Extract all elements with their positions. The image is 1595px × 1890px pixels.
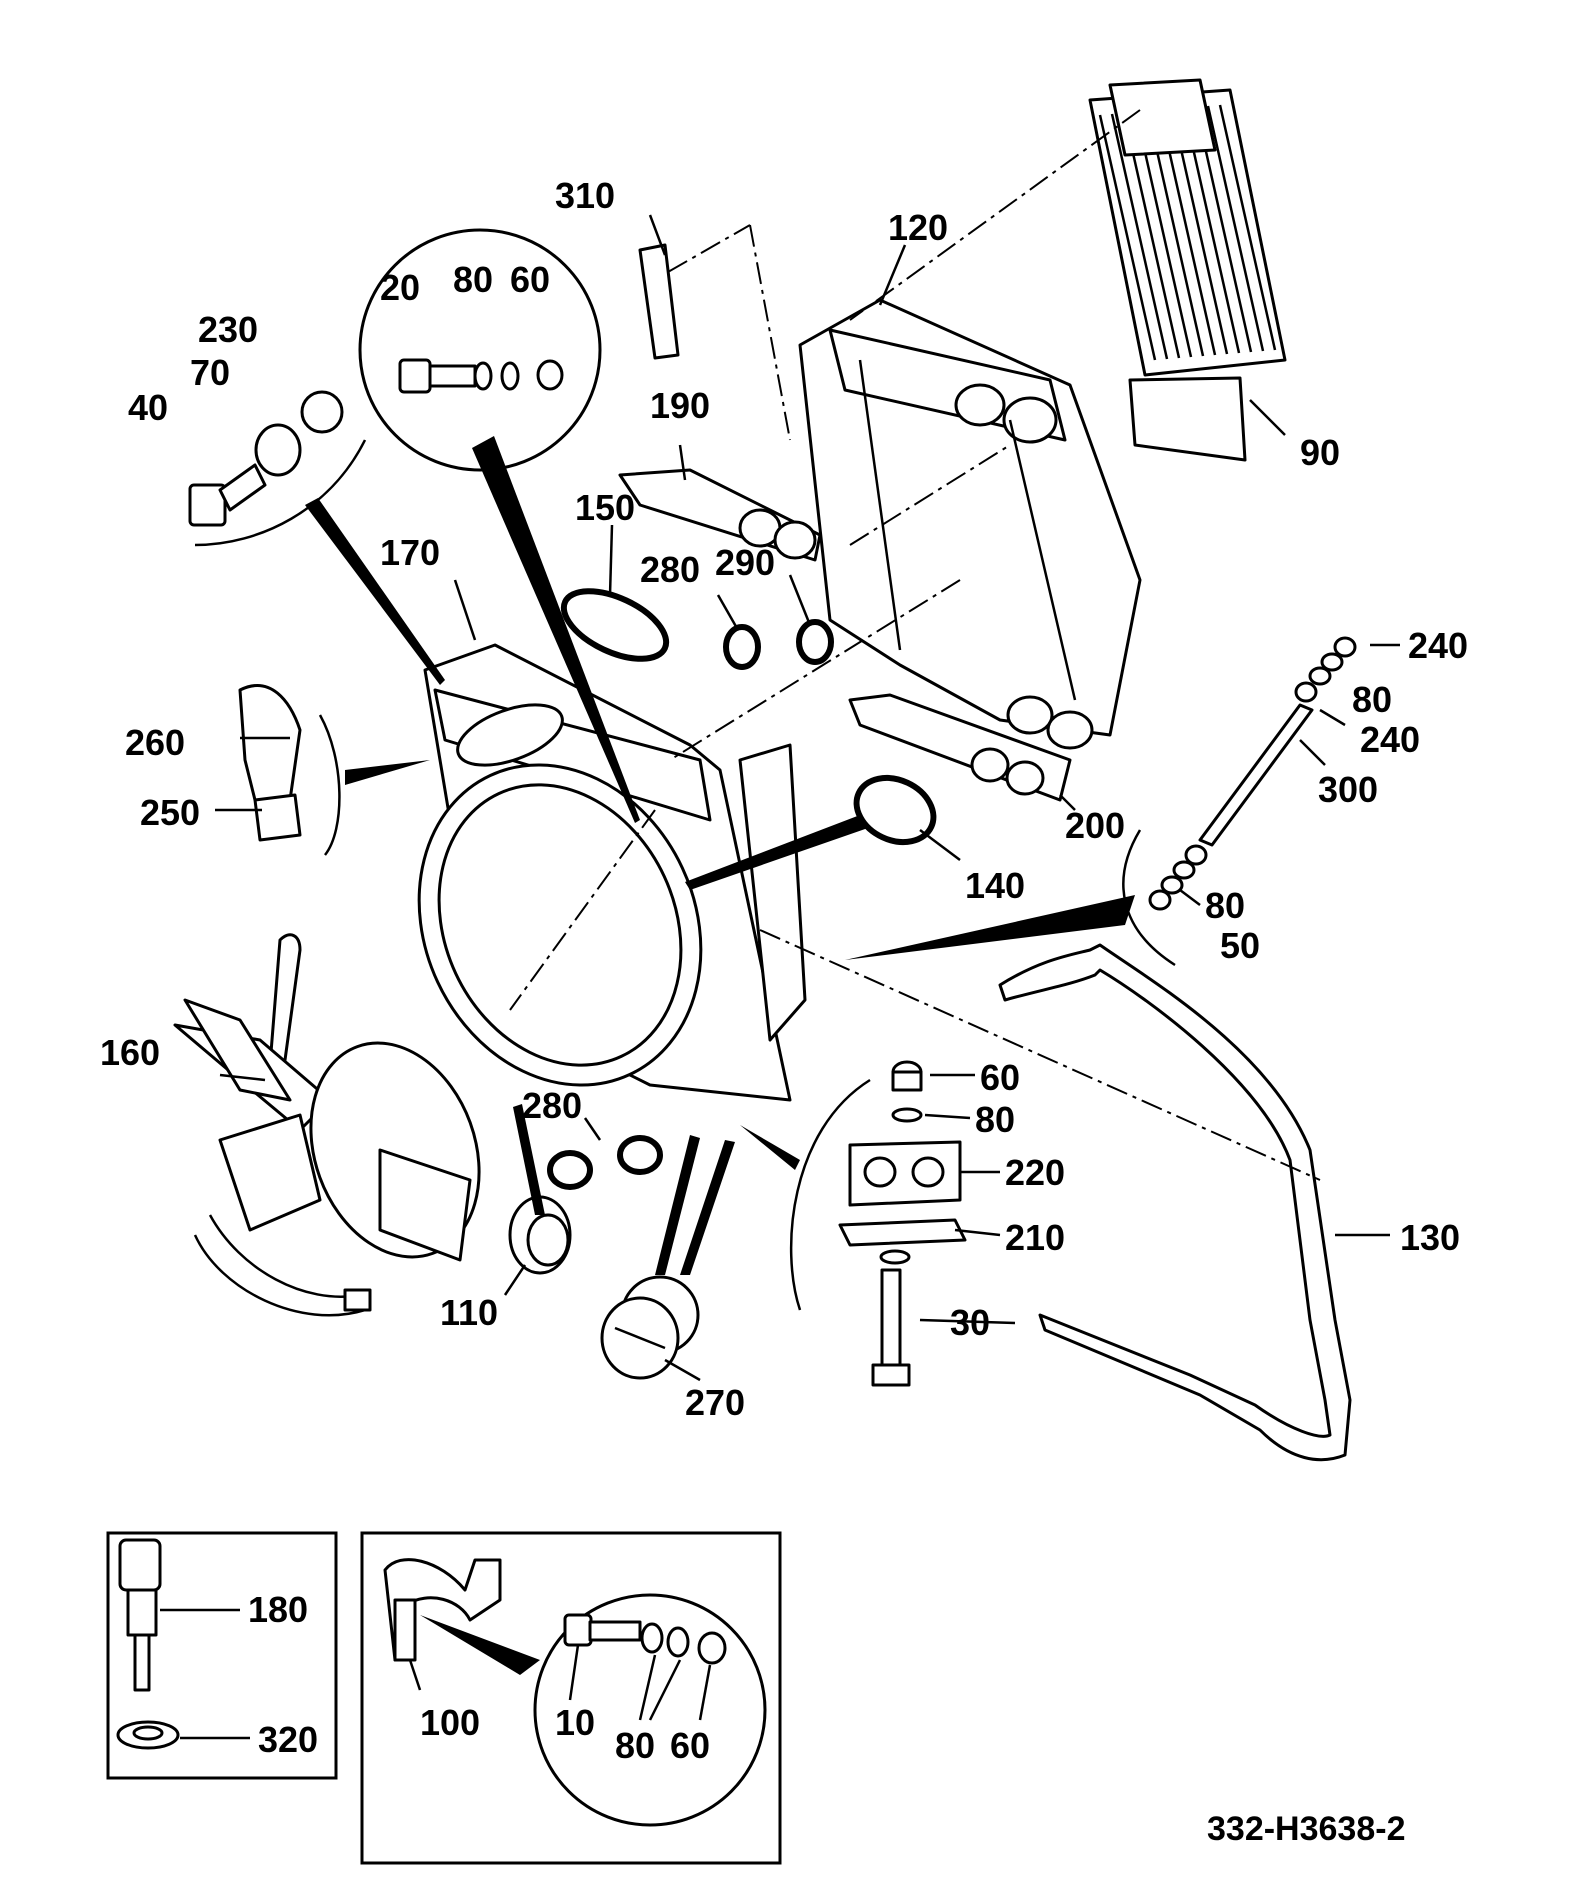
label-60-detail: 60: [510, 259, 550, 300]
label-200: 200: [1065, 805, 1125, 846]
seal-strip: [998, 943, 1352, 1462]
label-190: 190: [650, 385, 710, 426]
grommet: [723, 624, 761, 670]
plug: [508, 1195, 572, 1275]
label-180: 180: [248, 1589, 308, 1630]
drawing-reference: 332-H3638-2: [1207, 1810, 1405, 1848]
leader-lines: [215, 214, 1400, 1382]
label-130: 130: [1400, 1217, 1460, 1258]
seal-ring: [560, 588, 670, 662]
label-80-rod-bottom: 80: [1205, 885, 1245, 926]
label-150: 150: [575, 487, 635, 528]
callout-wedges: [305, 436, 1135, 1275]
fan-shroud: [417, 643, 807, 1102]
label-60-inset: 60: [670, 1725, 710, 1766]
label-60-mount: 60: [980, 1057, 1020, 1098]
mount-detail-arc: [789, 1078, 871, 1311]
mounting-stack: [838, 1060, 967, 1387]
tie-rod-stack: [1148, 636, 1357, 911]
label-310: 310: [555, 175, 615, 216]
label-160: 160: [100, 1032, 160, 1073]
label-80-detail: 80: [453, 259, 493, 300]
part-labels: 310 120 90 20 80 60 230 70 40 190 150 28…: [100, 175, 1468, 1848]
label-260: 260: [125, 722, 185, 763]
label-170: 170: [380, 532, 440, 573]
label-290: 290: [715, 542, 775, 583]
label-230: 230: [198, 309, 258, 350]
grommet-lower-1: [547, 1150, 593, 1190]
label-140: 140: [965, 865, 1025, 906]
label-240-top: 240: [1408, 625, 1468, 666]
label-80-inset: 80: [615, 1725, 655, 1766]
drain-plug: [600, 1275, 700, 1380]
label-50: 50: [1220, 925, 1260, 966]
label-280-bottom: 280: [522, 1085, 582, 1126]
grommet-2: [796, 619, 834, 665]
label-210: 210: [1005, 1217, 1065, 1258]
baffle-upper: [618, 468, 822, 562]
assembly-lines: [509, 109, 1321, 1181]
baffle-lower: [848, 693, 1072, 802]
inset-temperature-sender: [106, 1531, 338, 1780]
label-40: 40: [128, 387, 168, 428]
clip-detail: [238, 684, 341, 856]
label-120: 120: [888, 207, 948, 248]
label-80-rod-top: 80: [1352, 679, 1392, 720]
label-240-bottom: 240: [1360, 719, 1420, 760]
seal-ring-lower: [853, 774, 937, 846]
label-280-top: 280: [640, 549, 700, 590]
label-80-mount: 80: [975, 1099, 1015, 1140]
gasket-strip: [638, 243, 680, 360]
label-220: 220: [1005, 1152, 1065, 1193]
inset-clamp-detail: [360, 1531, 782, 1865]
label-90: 90: [1300, 432, 1340, 473]
label-20: 20: [380, 267, 420, 308]
label-110: 110: [440, 1292, 498, 1333]
radiator: [798, 298, 1142, 750]
label-30: 30: [950, 1302, 990, 1343]
label-270: 270: [685, 1382, 745, 1423]
bolt-detail-left: [188, 390, 367, 547]
label-70: 70: [190, 352, 230, 393]
label-320: 320: [258, 1719, 318, 1760]
grommet-lower-2: [617, 1135, 663, 1175]
label-250: 250: [140, 792, 200, 833]
label-100: 100: [420, 1702, 480, 1743]
label-10: 10: [555, 1702, 595, 1743]
oil-cooler: [1088, 78, 1287, 462]
label-300: 300: [1318, 769, 1378, 810]
bolt-detail-circle: [358, 228, 602, 472]
